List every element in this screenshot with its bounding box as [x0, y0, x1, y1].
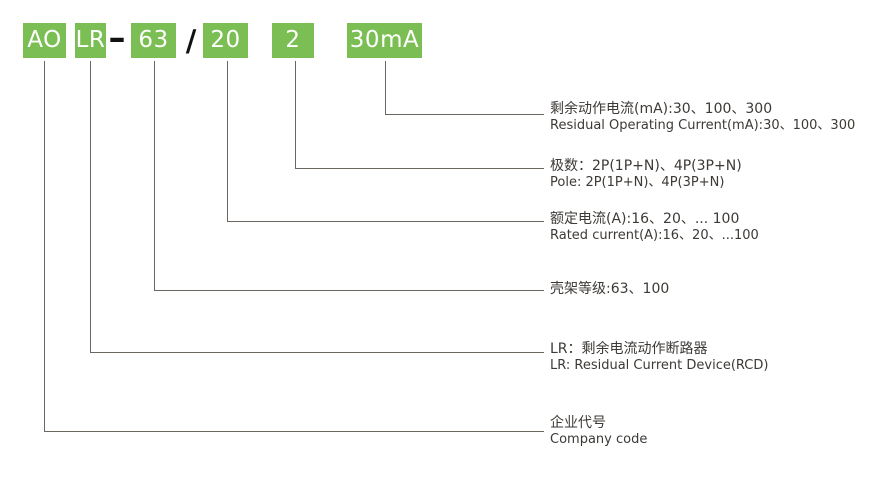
- code-separator-slash: /: [185, 24, 197, 58]
- legend-series-cn: LR：剩余电流动作断路器: [550, 341, 708, 357]
- connector-rated-current: [227, 61, 544, 222]
- legend-series: LR：剩余电流动作断路器 LR: Residual Current Device…: [550, 341, 880, 373]
- connector-poles: [295, 61, 544, 169]
- legend-company-code-cn: 企业代号: [550, 415, 606, 431]
- legend-series-en: LR: Residual Current Device(RCD): [550, 358, 769, 373]
- connector-series: [90, 61, 544, 353]
- code-segment-series: LR: [75, 23, 106, 58]
- legend-poles-en: Pole: 2P(1P+N)、4P(3P+N): [550, 175, 725, 190]
- code-segment-rated-current: 20: [203, 23, 248, 58]
- code-segment-residual-current: 30mA: [347, 23, 422, 58]
- code-segment-poles: 2: [272, 23, 314, 58]
- legend-residual-current: 剩余动作电流(mA):30、100、300 Residual Operating…: [550, 101, 880, 133]
- legend-residual-current-cn: 剩余动作电流(mA):30、100、300: [550, 101, 773, 117]
- legend-company-code-en: Company code: [550, 432, 648, 447]
- legend-company-code: 企业代号 Company code: [550, 415, 880, 447]
- legend-rated-current-en: Rated current(A):16、20、...100: [550, 228, 759, 243]
- legend-poles-cn: 极数：2P(1P+N)、4P(3P+N): [550, 158, 742, 174]
- connector-frame-rating: [154, 61, 544, 291]
- legend-rated-current: 额定电流(A):16、20、... 100 Rated current(A):1…: [550, 211, 880, 243]
- code-segment-company: AO: [23, 23, 66, 58]
- legend-residual-current-en: Residual Operating Current(mA):30、100、30…: [550, 118, 856, 133]
- connector-company-code: [44, 61, 544, 432]
- code-segment-frame-rating: 63: [131, 23, 176, 58]
- legend-poles: 极数：2P(1P+N)、4P(3P+N) Pole: 2P(1P+N)、4P(3…: [550, 158, 880, 190]
- code-separator-dash: –: [108, 18, 126, 58]
- connector-residual-current: [385, 61, 544, 115]
- legend-frame-rating-cn: 壳架等级:63、100: [550, 281, 670, 297]
- legend-frame-rating: 壳架等级:63、100: [550, 281, 880, 298]
- legend-rated-current-cn: 额定电流(A):16、20、... 100: [550, 211, 740, 227]
